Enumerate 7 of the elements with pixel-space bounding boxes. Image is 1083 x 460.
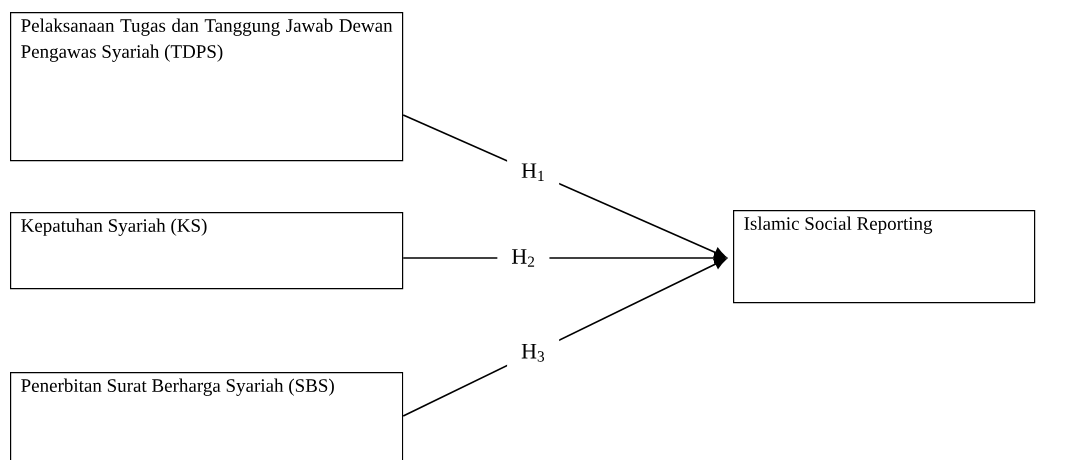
text-box: Pelaksanaan Tugas dan Tanggung Jawab Dewan Pengawas Syariah (TDPS): [10, 12, 404, 162]
text-box: Penerbitan Surat Berharga Syariah (SBS): [10, 372, 404, 460]
edge-label: H$_{1}$: [507, 153, 560, 191]
edge-label: H$_{2}$: [497, 239, 550, 277]
text-box: Islamic Social Reporting: [733, 210, 1036, 304]
edge-label: H$_{3}$: [507, 333, 560, 372]
text-box: Kepatuhan Syariah (KS): [10, 212, 404, 290]
